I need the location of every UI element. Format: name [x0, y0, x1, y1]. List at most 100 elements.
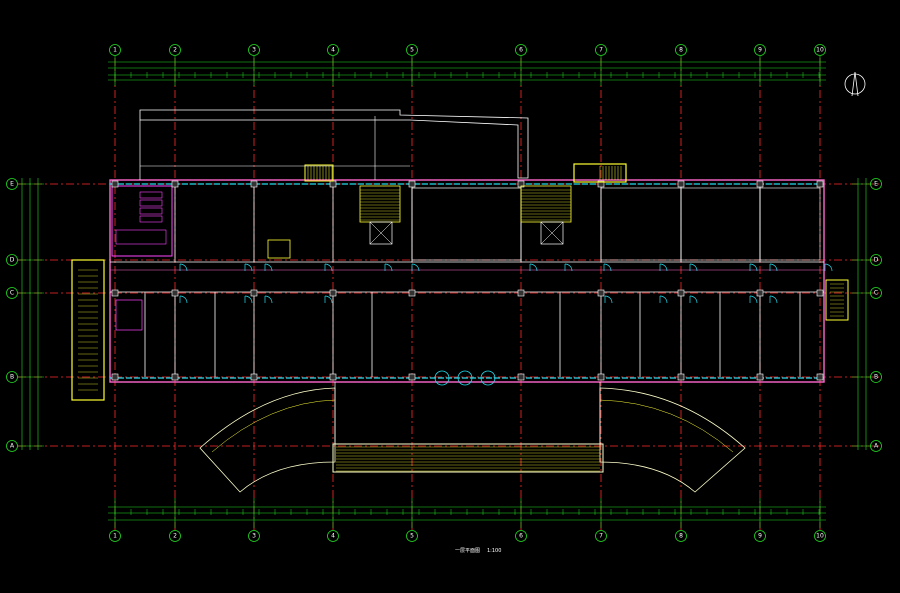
axis-label: 3: [252, 533, 256, 540]
axis-label: 6: [519, 47, 523, 54]
column: [756, 289, 764, 297]
axis-bubble: [406, 44, 418, 56]
column: [250, 180, 258, 188]
column: [677, 373, 685, 381]
plan-title: 一层平面图: [455, 548, 480, 554]
column: [329, 180, 337, 188]
axis-bubble: [406, 530, 418, 542]
side-stair-left: [71, 259, 105, 401]
north-arrow-icon: [844, 71, 866, 97]
axis-bubble: [675, 44, 687, 56]
axis-label: 8: [679, 47, 683, 54]
axis-bubble: [595, 530, 607, 542]
column: [756, 180, 764, 188]
toilet-room: [115, 299, 143, 331]
axis-bubble: [6, 371, 18, 383]
door-swings: [179, 263, 833, 386]
door-swing: [689, 295, 698, 304]
exterior-step: [304, 164, 334, 182]
axis-label: 9: [758, 47, 762, 54]
column: [408, 373, 416, 381]
axis-label: 5: [410, 47, 414, 54]
toilet-room: [111, 185, 173, 257]
column: [329, 289, 337, 297]
elevator: [540, 221, 564, 245]
axis-bubble: [870, 440, 882, 452]
door-swing: [769, 263, 778, 272]
urinal-row: [115, 229, 167, 245]
axis-bubble: [6, 254, 18, 266]
door-swing: [749, 263, 758, 272]
axis-bubble: [870, 178, 882, 190]
axis-bubble: [248, 44, 260, 56]
door-swing: [689, 263, 698, 272]
door-swing: [384, 263, 393, 272]
column: [597, 289, 605, 297]
door-swing: [603, 263, 612, 272]
axis-bubble: [6, 178, 18, 190]
exterior-step: [573, 163, 627, 183]
entrance-door: [480, 377, 496, 386]
axis-bubble: [675, 530, 687, 542]
axis-label: D: [874, 257, 879, 264]
axis-bubble: [754, 44, 766, 56]
stairs: [78, 163, 844, 391]
elevator-cross: [540, 221, 564, 245]
door-swing: [411, 263, 420, 272]
column: [250, 373, 258, 381]
axis-bubble: [6, 287, 18, 299]
elevator-cross: [369, 221, 393, 245]
door-swing: [604, 295, 613, 304]
door-swing: [264, 295, 273, 304]
door-swing: [659, 263, 668, 272]
axis-bubble: [515, 44, 527, 56]
axis-bubble: [870, 287, 882, 299]
arc-edge: [211, 399, 336, 453]
door-swing: [264, 263, 273, 272]
column: [250, 289, 258, 297]
door-swing: [564, 263, 573, 272]
column: [517, 289, 525, 297]
axis-label: 4: [331, 47, 335, 54]
axis-bubble: [515, 530, 527, 542]
entrance-door: [434, 377, 450, 386]
lobby-wall: [411, 187, 522, 261]
column: [517, 373, 525, 381]
axis-bubble: [109, 44, 121, 56]
entrance-door: [457, 377, 473, 386]
axis-label: 7: [599, 47, 603, 54]
door-swing: [824, 263, 833, 272]
axis-bubble: [814, 44, 826, 56]
arc-edge: [599, 399, 734, 453]
column: [677, 289, 685, 297]
column: [756, 373, 764, 381]
room-wall: [759, 187, 821, 261]
axis-bubble: [169, 44, 181, 56]
column: [408, 180, 416, 188]
axis-label: E: [10, 181, 14, 188]
axis-label: 5: [410, 533, 414, 540]
column: [408, 289, 416, 297]
axis-label: B: [10, 374, 14, 381]
door-swing: [749, 295, 758, 304]
axis-bubble: [754, 530, 766, 542]
axis-label: 6: [519, 533, 523, 540]
entrance-door: [434, 370, 450, 379]
toilet-fixture: [139, 191, 163, 199]
axis-bubble: [595, 44, 607, 56]
axis-label: D: [10, 257, 15, 264]
plan-scale: 1:100: [487, 548, 501, 554]
column: [816, 289, 824, 297]
toilet-fixture: [139, 199, 163, 207]
column: [171, 289, 179, 297]
axis-label: A: [874, 443, 879, 450]
axis-bubble: [870, 371, 882, 383]
door-swing: [324, 263, 333, 272]
axis-bubble: [814, 530, 826, 542]
outer-wall: [109, 179, 825, 383]
column: [816, 180, 824, 188]
column: [171, 373, 179, 381]
door-swing: [179, 263, 188, 272]
axis-label: 10: [816, 533, 824, 540]
